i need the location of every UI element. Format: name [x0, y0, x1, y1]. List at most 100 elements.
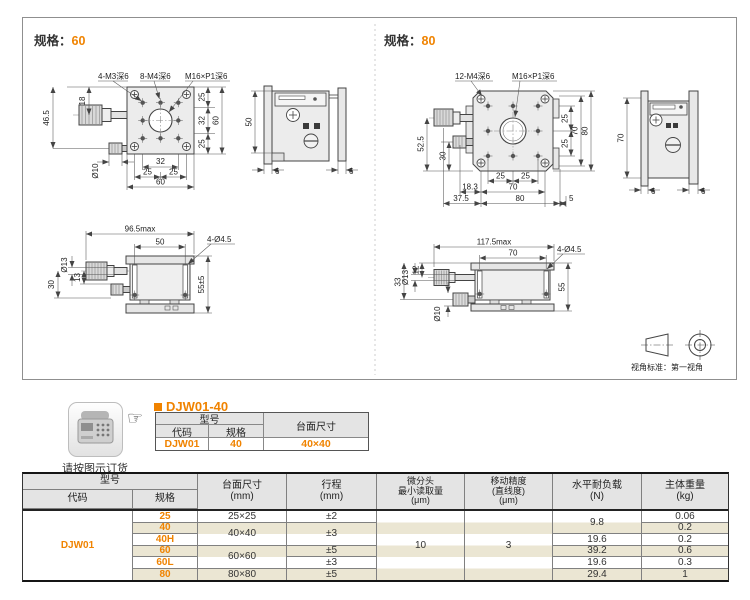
dim-label: 25	[561, 139, 570, 148]
side-view-60-dims: 50 6 6	[245, 90, 358, 176]
dim-label: 25	[143, 168, 152, 177]
dim-label: 6	[651, 187, 656, 196]
order-table-header-spec: 规格	[209, 425, 264, 439]
spec-title-80-value: 80	[421, 34, 436, 48]
header-model: 型号	[23, 474, 198, 490]
spec-title-60: 规格：60	[34, 30, 85, 49]
dim-label: 70	[509, 249, 518, 258]
dim-label: 37.5	[453, 194, 469, 203]
dim-label: 30	[439, 151, 448, 160]
dim-label: 6	[349, 167, 354, 176]
order-table-header-model: 型号	[156, 413, 264, 426]
dim-label: 33	[394, 277, 403, 286]
dim-label: 25	[521, 172, 530, 181]
header-size: 台面尺寸(mm)	[198, 474, 287, 509]
cell-size: 80×80	[198, 568, 287, 580]
projection-symbol	[641, 330, 715, 360]
header-spec: 规格	[133, 490, 198, 509]
dim-label: 4-M3深6	[98, 72, 129, 81]
cell-travel: ±3	[287, 522, 377, 546]
order-table-size: 40×40	[301, 438, 331, 450]
dim-label: 6	[275, 167, 280, 176]
cell-weight: 0.6	[642, 545, 728, 557]
dim-label: 25	[198, 92, 207, 101]
spec-title-60-value: 60	[71, 34, 86, 48]
bottom-view-60-dims: 96.5max 50 4-Ø4.5 Ø13 13 30 55±5	[47, 225, 235, 314]
cell-spec: 60	[133, 545, 198, 557]
spec-table-body: DJW01 25 40 40H 60 60L 80 25×25 40×40 60…	[23, 511, 728, 580]
header-micrometer: 微分头最小读取量(μm)	[377, 474, 465, 509]
header-code: 代码	[23, 490, 133, 509]
side-view-60	[263, 85, 347, 165]
cell-weight: 0.2	[642, 534, 728, 546]
model-title: DJW01-40	[166, 399, 229, 414]
dim-label: 25	[198, 139, 207, 148]
dim-label: 12-M4深6	[455, 72, 491, 81]
cell-spec: 80	[133, 568, 198, 580]
dim-label: 4-Ø4.5	[557, 245, 582, 254]
dim-label: 55±5	[197, 275, 206, 293]
technical-drawings: 4-M3深6 8-M4深6 M16×P1深6 18 46.5 Ø10 25 32…	[42, 24, 715, 375]
cell-spec: 25	[133, 511, 198, 523]
dim-label: 50	[245, 117, 254, 126]
dim-label: 70	[571, 126, 580, 135]
dim-label: Ø10	[91, 163, 100, 179]
header-travel: 行程(mm)	[287, 474, 377, 509]
bullet-square-icon	[154, 402, 162, 411]
front-view-80	[429, 90, 560, 172]
fax-icon	[77, 411, 114, 444]
dim-label: 96.5max	[125, 225, 156, 234]
bottom-view-80-dims: 117.5max 70 4-Ø4.5 Ø13 12 33 Ø10 55	[394, 238, 585, 322]
cell-travel: ±2	[287, 511, 377, 523]
cell-load: 29.4	[553, 568, 642, 580]
spec-title-60-label: 规格：	[34, 34, 72, 48]
cell-travel: ±3	[287, 557, 377, 569]
front-view-60-dims: 4-M3深6 8-M4深6 M16×P1深6 18 46.5 Ø10 25 32…	[42, 72, 230, 190]
dim-label: 12	[412, 265, 421, 274]
cell-spec: 40	[133, 522, 198, 534]
spec-title-80-label: 规格：	[384, 34, 422, 48]
dim-label: 8-M4深6	[140, 72, 171, 81]
bottom-view-80	[428, 262, 555, 312]
front-view-60	[73, 86, 195, 155]
dim-label: 80	[581, 126, 590, 135]
dim-label: 32	[156, 157, 165, 166]
dim-label: 25	[169, 168, 178, 177]
dim-label: 50	[156, 238, 165, 247]
dim-label: 6	[701, 187, 706, 196]
cell-load: 19.6	[553, 534, 642, 546]
projection-note: 视角标准：第一视角	[631, 362, 703, 372]
dim-label: 70	[509, 183, 518, 192]
order-icon-box	[68, 402, 123, 457]
dim-label: 30	[47, 280, 56, 289]
dim-label: 13	[73, 273, 82, 282]
dim-label: 5	[569, 194, 574, 203]
dim-label: 60	[212, 116, 221, 125]
dim-label: Ø10	[433, 306, 442, 322]
dim-label: Ø13	[60, 257, 69, 273]
header-load: 水平耐负载(N)	[553, 474, 642, 509]
cell-size: 40×40	[198, 522, 287, 546]
dim-label: 32	[198, 116, 207, 125]
cell-accuracy: 3	[465, 511, 553, 580]
drawing-panel: 4-M3深6 8-M4深6 M16×P1深6 18 46.5 Ø10 25 32…	[22, 17, 737, 380]
side-view-80-dims: 70 6 6	[617, 97, 710, 196]
cell-weight: 0.2	[642, 522, 728, 534]
dim-label: 18.3	[462, 183, 478, 192]
dim-label: 18	[78, 96, 87, 105]
cell-travel: ±5	[287, 545, 377, 557]
order-table-code: DJW01	[156, 438, 209, 450]
order-table-header-code: 代码	[156, 425, 209, 439]
cell-load: 19.6	[553, 557, 642, 569]
spec-table-header: 型号 代码 规格 台面尺寸(mm) 行程(mm) 微分头最小读取量(μm) 移动…	[23, 474, 728, 511]
cell-spec: 60L	[133, 557, 198, 569]
dim-label: 46.5	[42, 110, 51, 126]
pointing-hand-icon: ☞	[127, 408, 144, 429]
dim-label: M16×P1深6	[185, 72, 228, 81]
dim-label: 80	[516, 194, 525, 203]
cell-load: 39.2	[553, 545, 642, 557]
cell-size: 60×60	[198, 545, 287, 569]
model-heading: DJW01-40	[154, 399, 228, 414]
cell-weight: 0.3	[642, 557, 728, 569]
